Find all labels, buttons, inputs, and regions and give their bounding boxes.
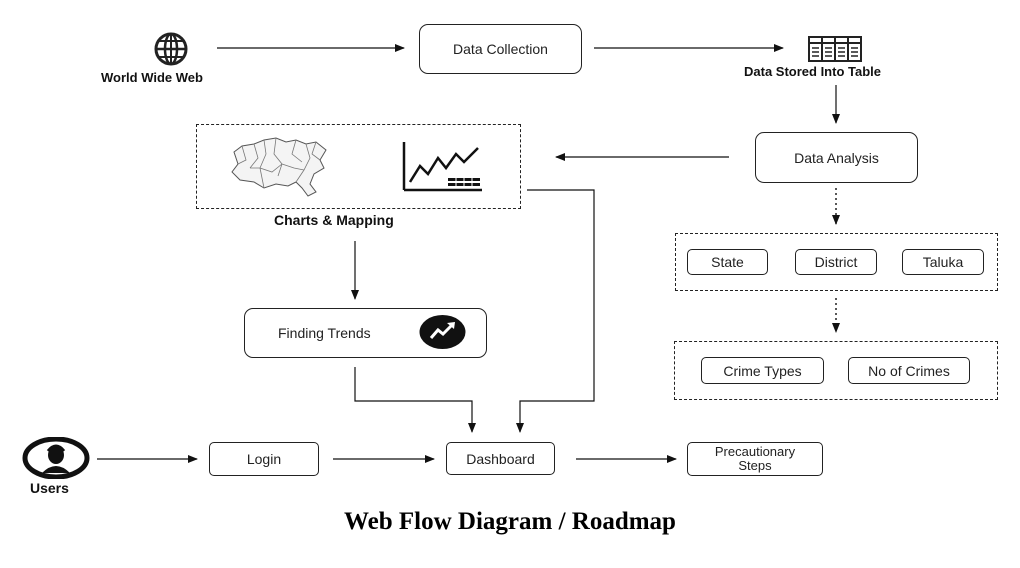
map-icon: [220, 132, 340, 200]
globe-icon: [143, 31, 199, 67]
data-collection-node[interactable]: Data Collection: [419, 24, 582, 74]
arrow-trends-to-dashboard: [354, 367, 476, 433]
user-icon: [22, 436, 90, 480]
login-node[interactable]: Login: [209, 442, 319, 476]
region-group: [675, 233, 998, 291]
district-node[interactable]: District: [795, 249, 877, 275]
trending-up-icon: [419, 314, 466, 350]
data-analysis-node[interactable]: Data Analysis: [755, 132, 918, 183]
precautionary-line1: Precautionary: [714, 444, 796, 459]
data-stored-label: Data Stored Into Table: [744, 64, 881, 79]
crime-group: [674, 341, 998, 400]
users-label: Users: [30, 480, 69, 496]
line-chart-icon: [400, 140, 484, 194]
charts-mapping-group: [196, 124, 521, 209]
precautionary-steps-node[interactable]: Precautionary Steps: [687, 442, 823, 476]
state-node[interactable]: State: [687, 249, 768, 275]
charts-mapping-label: Charts & Mapping: [274, 212, 394, 228]
diagram-caption: Web Flow Diagram / Roadmap: [344, 508, 676, 535]
no-of-crimes-node[interactable]: No of Crimes: [848, 357, 970, 384]
precautionary-line2: Steps: [738, 458, 772, 473]
crime-types-node[interactable]: Crime Types: [701, 357, 824, 384]
table-icon: [808, 36, 862, 62]
finding-trends-label: Finding Trends: [278, 325, 371, 341]
arrow-charts-to-dashboard: [516, 189, 595, 433]
taluka-node[interactable]: Taluka: [902, 249, 984, 275]
dashboard-node[interactable]: Dashboard: [446, 442, 555, 475]
world-wide-web-label: World Wide Web: [101, 70, 203, 85]
